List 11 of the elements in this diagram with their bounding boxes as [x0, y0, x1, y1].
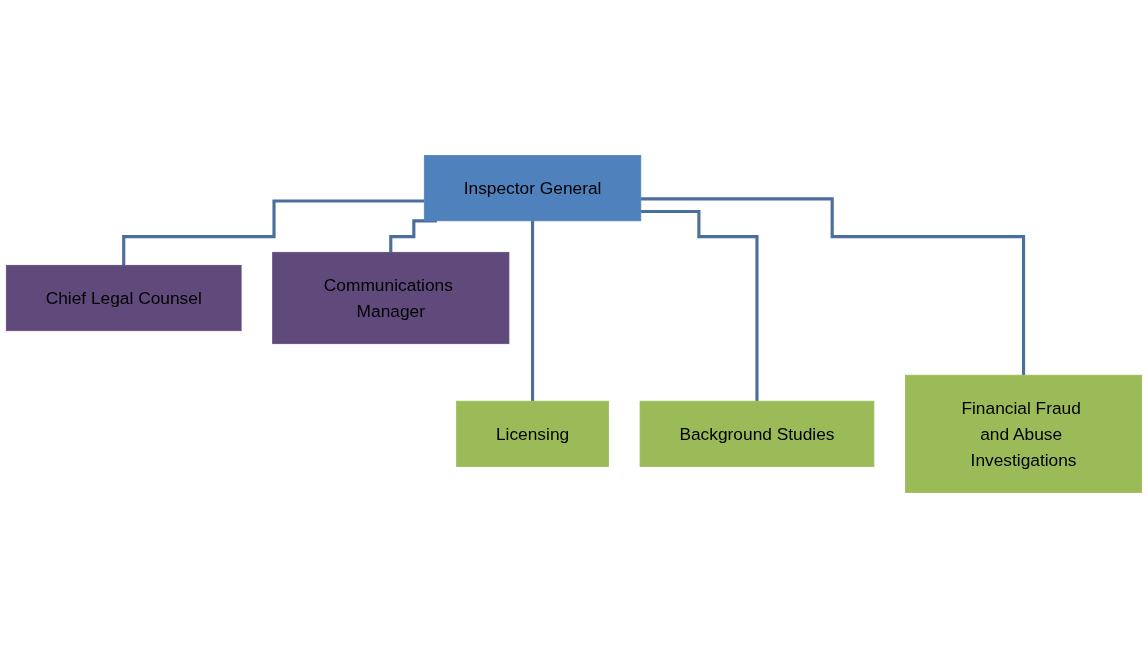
- connector: [389, 219, 437, 254]
- connector: [122, 199, 425, 267]
- node-box: Financial Fraud and Abuse Investigations: [905, 374, 1143, 493]
- connector: [530, 219, 535, 403]
- node-box: Communications Manager: [272, 251, 510, 345]
- node-box: Background Studies: [639, 400, 875, 467]
- connector: [640, 197, 1026, 377]
- node-box: Inspector General: [423, 155, 642, 222]
- connector: [640, 209, 759, 403]
- node-box: Licensing: [456, 400, 609, 467]
- node-box: Chief Legal Counsel: [5, 264, 242, 332]
